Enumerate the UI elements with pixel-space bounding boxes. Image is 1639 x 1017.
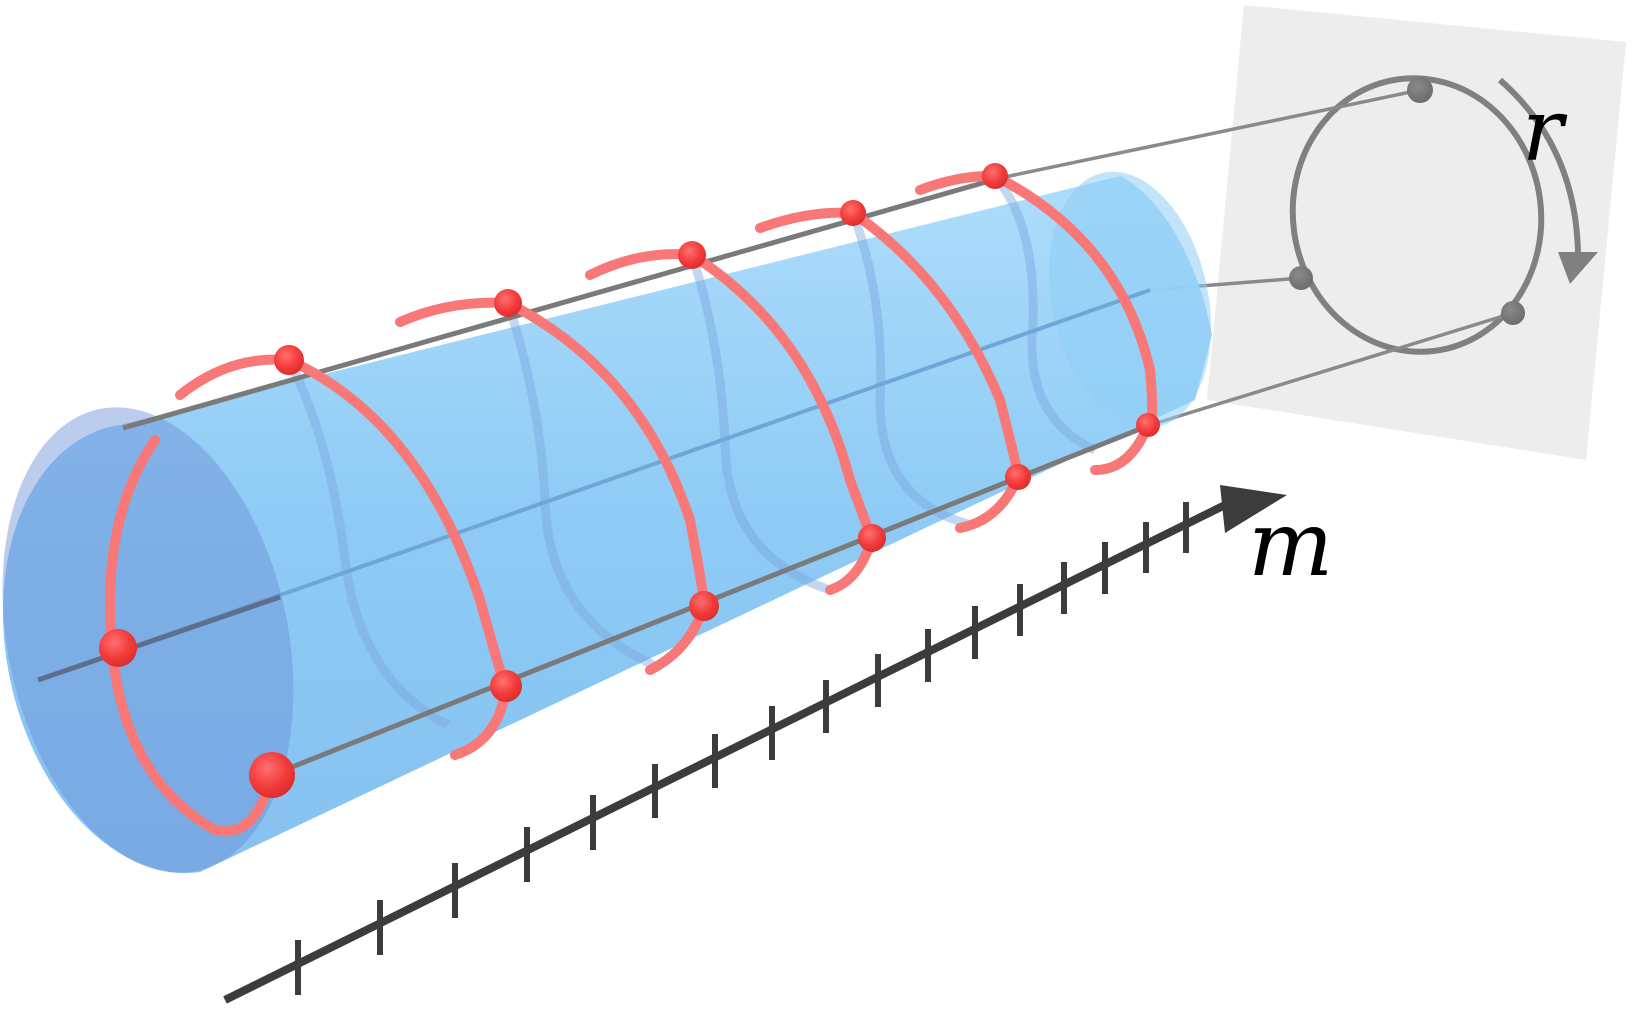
- site: [490, 670, 522, 702]
- ring-dimension-label: r: [1522, 81, 1564, 181]
- site: [1136, 413, 1160, 437]
- site: [678, 241, 706, 269]
- cylinder-body: [2, 176, 1212, 873]
- ring-site: [1407, 77, 1433, 103]
- ring-site: [1501, 301, 1525, 325]
- ring-sites: [1289, 77, 1525, 325]
- ring-site: [1289, 266, 1313, 290]
- site: [689, 591, 719, 621]
- axis-ticks: [295, 502, 1189, 995]
- site: [249, 752, 295, 798]
- m-axis: [223, 501, 1227, 1004]
- cylinder-near-cap: [2, 407, 294, 873]
- site: [99, 629, 137, 667]
- site: [840, 200, 866, 226]
- site: [494, 289, 522, 317]
- projection-plane: [1207, 5, 1626, 460]
- site: [1005, 464, 1031, 490]
- axis-dimension-label: m: [1248, 492, 1334, 597]
- projection-ring: [1289, 75, 1545, 355]
- lattice-sites: [99, 163, 1160, 798]
- site: [858, 524, 886, 552]
- rail-middle-front: [37, 594, 281, 683]
- site: [982, 163, 1008, 189]
- site: [274, 345, 304, 375]
- m-axis-arrowhead-icon: [1220, 485, 1287, 533]
- rotation-arrowhead-icon: [1558, 252, 1598, 284]
- rotation-arrow: [1498, 77, 1582, 266]
